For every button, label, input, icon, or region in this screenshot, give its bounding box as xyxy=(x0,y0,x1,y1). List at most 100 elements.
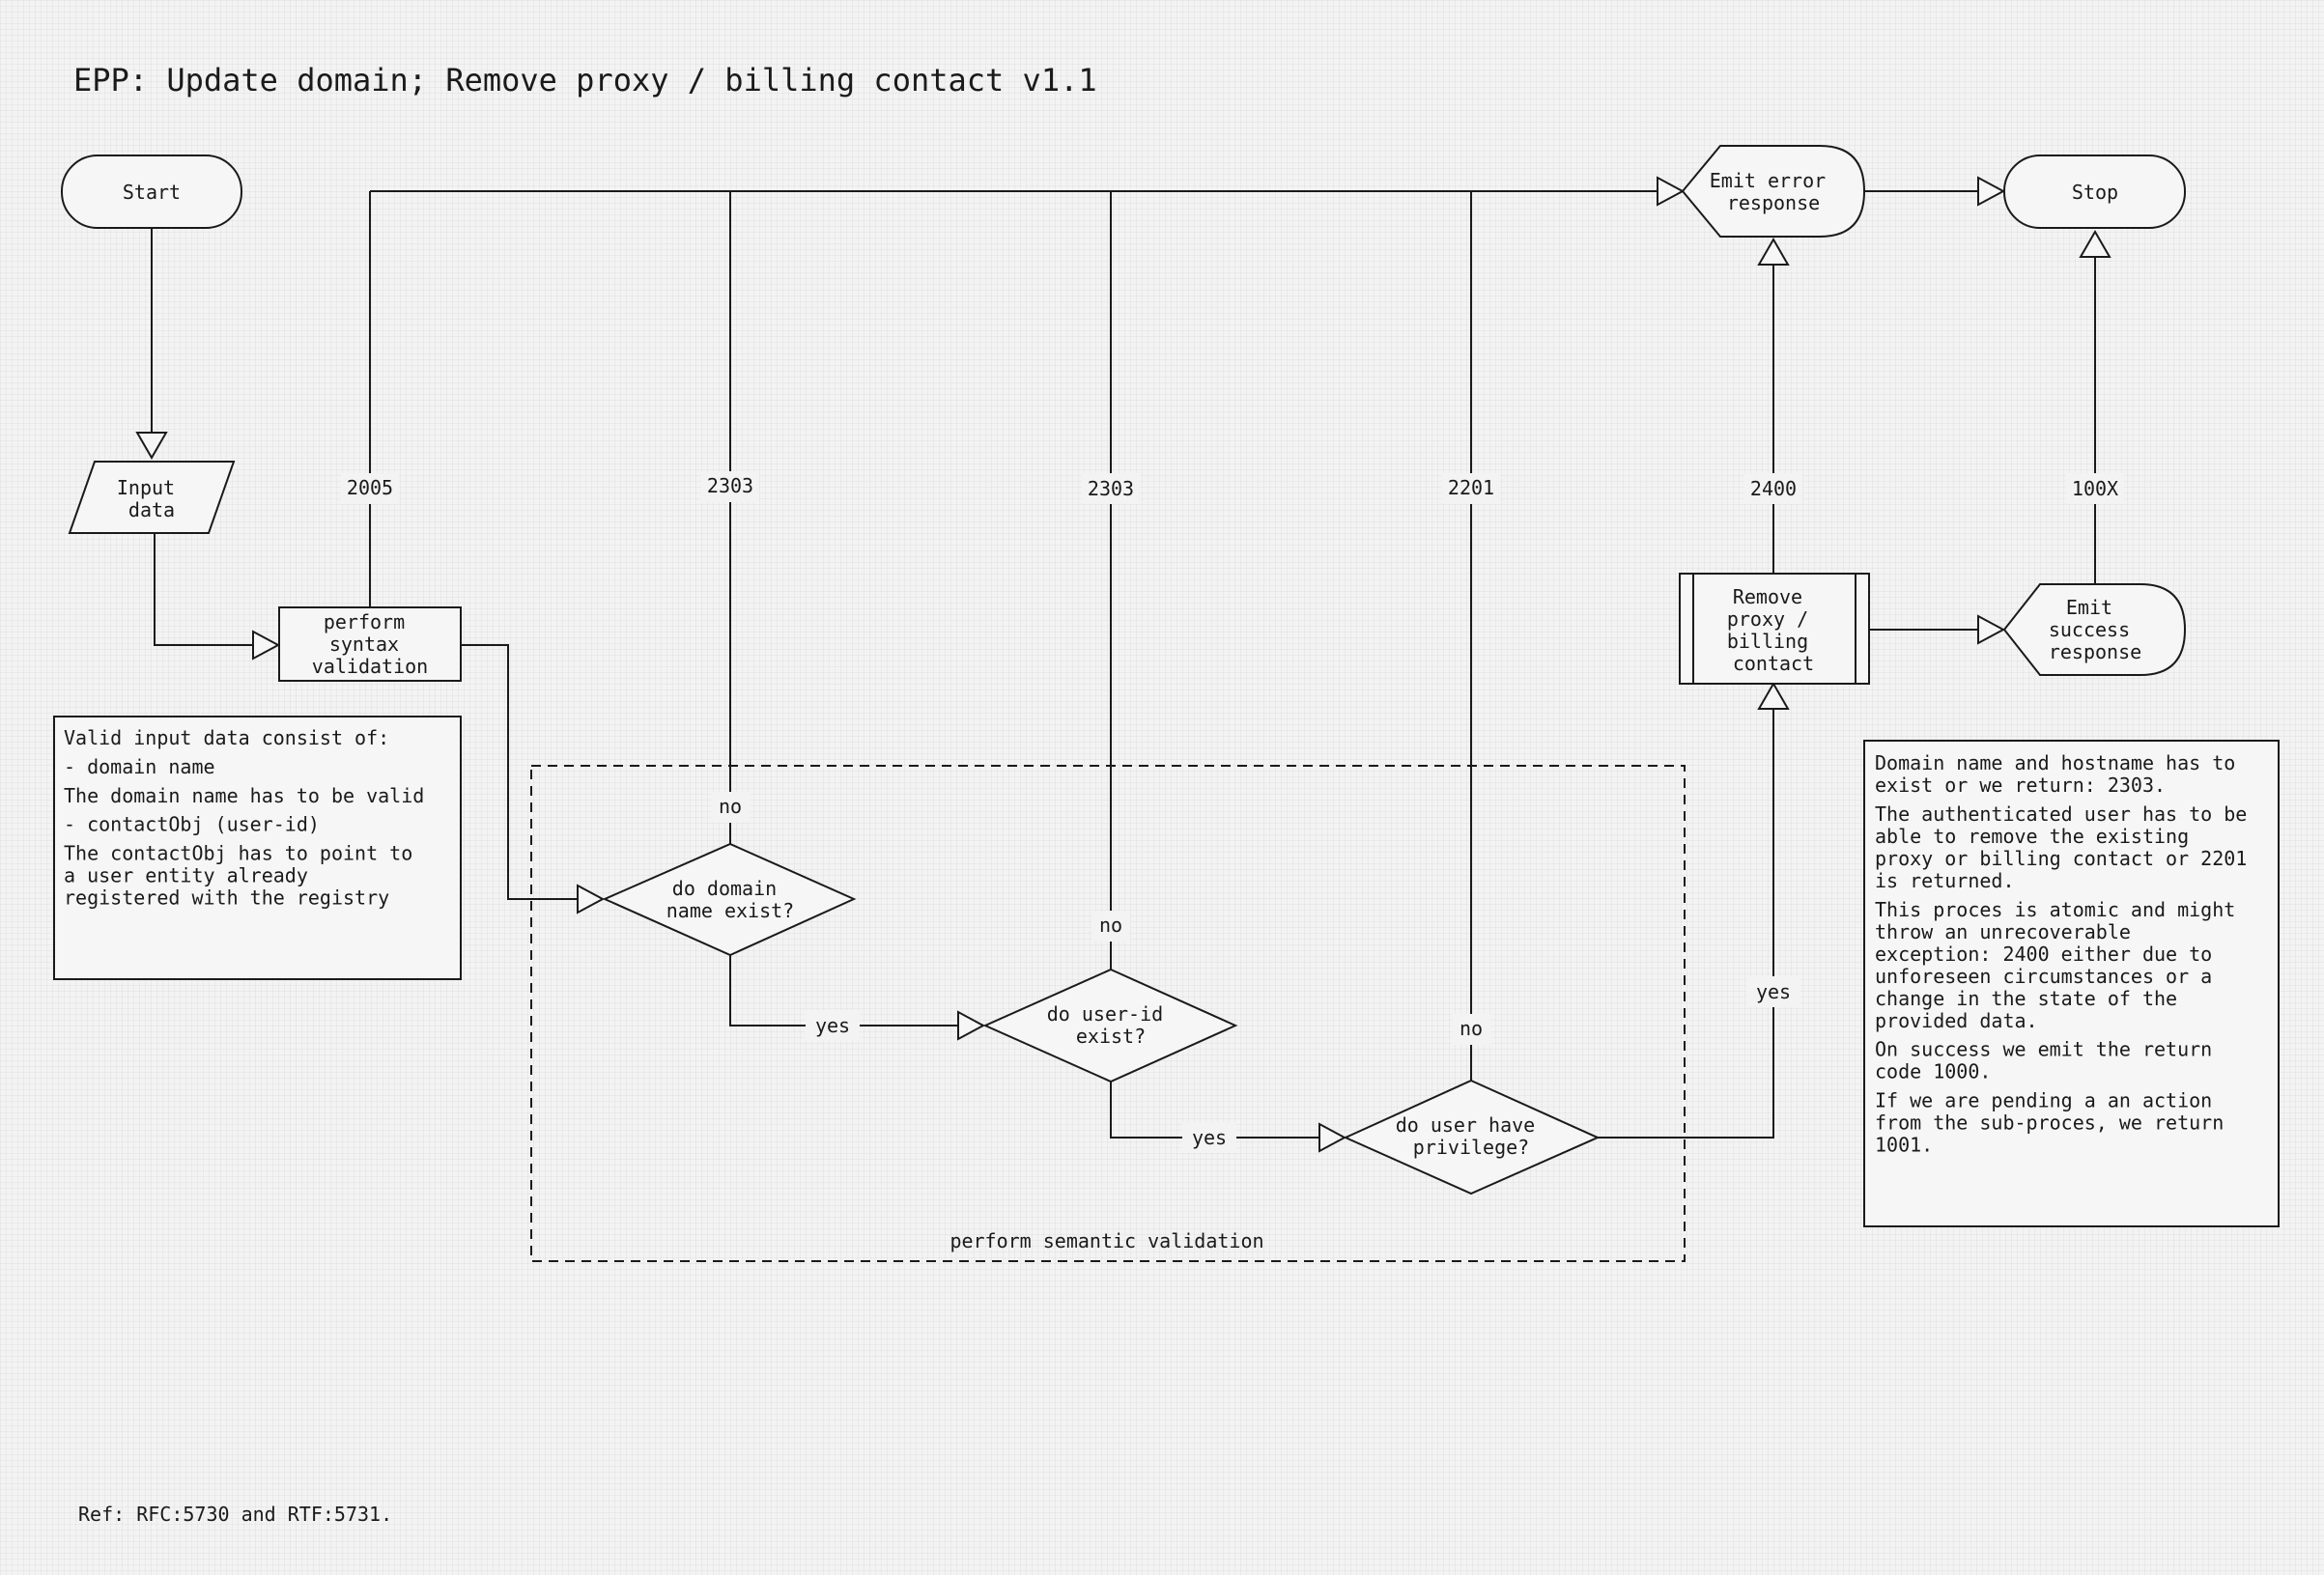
arrowhead-stop-100x xyxy=(2079,229,2111,258)
process_note-line: change in the state of the xyxy=(1875,987,2177,1010)
emit-success-label-2: success xyxy=(2049,618,2130,641)
remove-label-1: Remove xyxy=(1733,585,1802,608)
remove-label-4: contact xyxy=(1733,652,1814,675)
svg-text:Input data: Input data xyxy=(117,476,186,521)
label-no-user: no xyxy=(1099,914,1122,937)
emit-success-label-3: response xyxy=(2049,640,2141,663)
input_note-line: Valid input data consist of: xyxy=(64,726,389,749)
input_note-line: registered with the registry xyxy=(64,886,389,910)
edge-user-yes xyxy=(1110,1082,1319,1139)
syntax-label-3: validation xyxy=(312,655,428,678)
input_note-line: The domain name has to be valid xyxy=(64,784,424,807)
syntax-label-2: syntax xyxy=(329,633,399,656)
privilege-label-2: privilege? xyxy=(1413,1136,1529,1159)
user-exist-label-2: exist? xyxy=(1076,1025,1146,1048)
svg-text:perform syntax val: perform syntax validation xyxy=(312,610,428,678)
input_note-line: - contactObj (user-id) xyxy=(64,813,320,836)
process_note-line: provided data. xyxy=(1875,1009,2038,1032)
label-2201: 2201 xyxy=(1448,476,1494,499)
process_note-line: This proces is atomic and might xyxy=(1875,898,2235,921)
label-yes-privilege: yes xyxy=(1756,980,1791,1003)
remove-label-2: proxy / xyxy=(1727,607,1808,631)
emit-success-node[interactable]: Emit success response xyxy=(2002,583,2187,676)
edge-domain-yes xyxy=(729,955,958,1027)
arrowhead-success xyxy=(1977,614,2006,645)
label-2400: 2400 xyxy=(1750,477,1797,500)
svg-text:do user have privilege?: do user have privilege? xyxy=(1396,1113,1547,1159)
emit-error-label-1: Emit error xyxy=(1710,169,1826,192)
process_note-line: proxy or billing contact or 2201 xyxy=(1875,847,2247,870)
process_note-line: throw an unrecoverable xyxy=(1875,920,2131,943)
process_note-line: unforeseen circumstances or a xyxy=(1875,965,2212,988)
arrowhead-remove xyxy=(1757,681,1790,710)
input-data-label-1: Input xyxy=(117,476,175,499)
arrowhead-input xyxy=(135,432,168,461)
input_note-line: The contactObj has to point to xyxy=(64,842,412,865)
emit-success-label-1: Emit xyxy=(2066,596,2112,619)
process_note-line: able to remove the existing xyxy=(1875,825,2189,848)
stop-node[interactable]: Stop xyxy=(2003,155,2186,229)
process_note-line: from the sub-proces, we return xyxy=(1875,1111,2224,1135)
remove-label-3: billing xyxy=(1727,630,1808,653)
remove-contact-process[interactable]: Remove proxy / billing contact xyxy=(1679,573,1870,685)
process_note-line: If we are pending a an action xyxy=(1875,1089,2212,1112)
svg-text:Emit success respo: Emit success response xyxy=(2049,596,2141,663)
label-no-domain: no xyxy=(719,795,742,818)
input-data-label-2: data xyxy=(128,498,175,521)
syntax-label-1: perform xyxy=(324,610,405,633)
arrowhead-error-bus xyxy=(1657,176,1686,207)
process_note-line: is returned. xyxy=(1875,869,2015,892)
domain-exist-label-1: do domain xyxy=(672,877,777,900)
user-exist-label-1: do user-id xyxy=(1047,1002,1163,1026)
stop-label: Stop xyxy=(2072,181,2118,204)
process_note-line: The authenticated user has to be xyxy=(1875,802,2247,826)
svg-text:Emit error response: Emit error response xyxy=(1710,169,1837,214)
process_note-line: On success we emit the return xyxy=(1875,1038,2212,1061)
privilege-label-1: do user have xyxy=(1396,1113,1536,1137)
arrowhead-user xyxy=(957,1010,986,1041)
start-label: Start xyxy=(123,181,181,204)
label-100x: 100X xyxy=(2072,477,2118,500)
arrowheads xyxy=(135,176,2111,1153)
edge-privilege-yes xyxy=(1598,709,1774,1139)
label-yes-user: yes xyxy=(1192,1126,1227,1149)
diagram-title: EPP: Update domain; Remove proxy / billi… xyxy=(73,62,1097,98)
domain-exist-label-2: name exist? xyxy=(666,899,794,922)
label-2303-user: 2303 xyxy=(1088,477,1134,500)
arrowhead-domain xyxy=(577,884,606,914)
arrowhead-syntax xyxy=(252,630,281,661)
user-exist-decision[interactable]: do user-id exist? xyxy=(982,968,1238,1083)
process_note-line: 1001. xyxy=(1875,1134,1933,1157)
process_note-line: Domain name and hostname has to xyxy=(1875,751,2235,774)
edge-input-syntax xyxy=(154,533,253,646)
svg-text:do domain name exist?: do domain name exist? xyxy=(666,877,794,922)
process_note-line: code 1000. xyxy=(1875,1060,1991,1083)
input_note-line: - domain name xyxy=(64,755,215,778)
input-data-node[interactable]: Input data xyxy=(68,461,236,534)
start-node[interactable]: Start xyxy=(61,155,242,229)
input-note-text: Valid input data consist of: - domain nam… xyxy=(64,726,424,910)
privilege-decision[interactable]: do user have privilege? xyxy=(1343,1079,1601,1195)
label-yes-domain: yes xyxy=(815,1014,850,1037)
emit-error-node[interactable]: Emit error response xyxy=(1681,145,1866,238)
arrowhead-privilege xyxy=(1318,1122,1347,1153)
label-2303-domain: 2303 xyxy=(707,474,753,497)
semantic-validation-label: perform semantic validation xyxy=(949,1229,1263,1252)
svg-text:Remove proxy / bil: Remove proxy / billing contact xyxy=(1727,585,1820,675)
connectors xyxy=(151,190,2096,1139)
process_note-line: exception: 2400 either due to xyxy=(1875,942,2212,966)
svg-text:do user-id exist?: do user-id exist? xyxy=(1047,1002,1175,1048)
footer-reference: Ref: RFC:5730 and RTF:5731. xyxy=(78,1503,392,1526)
input_note-line: a user entity already xyxy=(64,864,308,887)
arrowhead-error-2400 xyxy=(1757,237,1790,266)
input-note: Valid input data consist of: - domain nam… xyxy=(53,716,462,980)
emit-error-label-2: response xyxy=(1727,191,1820,214)
label-2005: 2005 xyxy=(347,476,393,499)
edge-labels: 2005 2303 2303 2201 2400 100X no no no y… xyxy=(341,471,2124,1153)
domain-exist-decision[interactable]: do domain name exist? xyxy=(602,842,857,957)
semantic-validation-group xyxy=(530,765,1686,1262)
syntax-validation-node[interactable]: perform syntax validation xyxy=(278,606,462,682)
